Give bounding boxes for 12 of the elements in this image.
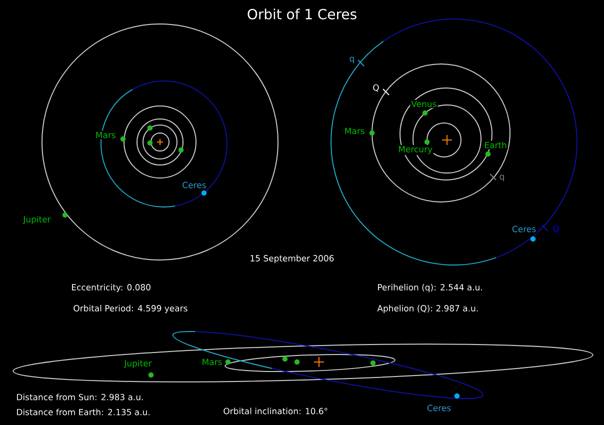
- planet-label: Jupiter: [123, 358, 153, 370]
- parameter-text: Orbital Period: 4.599 years: [72, 304, 189, 314]
- parameter-text: Perihelion (q): 2.544 a.u.: [376, 282, 484, 294]
- parameter-text: Orbital inclination: 10.6°: [222, 406, 330, 416]
- parameter-text: Distance from Sun: 2.983 a.u.: [15, 392, 145, 402]
- parameter-text: Eccentricity: 0.080: [70, 282, 152, 294]
- planet-label: Jupiter: [22, 214, 52, 226]
- parameter-text: Distance from Earth: 2.135 a.u.: [15, 408, 152, 416]
- planet-label: Earth: [483, 140, 508, 150]
- title: Orbit of 1 Ceres: [248, 8, 356, 20]
- planet-label: Mercury: [397, 145, 434, 155]
- parameter-text: Aphelion (Q): 2.987 a.u.: [376, 304, 480, 314]
